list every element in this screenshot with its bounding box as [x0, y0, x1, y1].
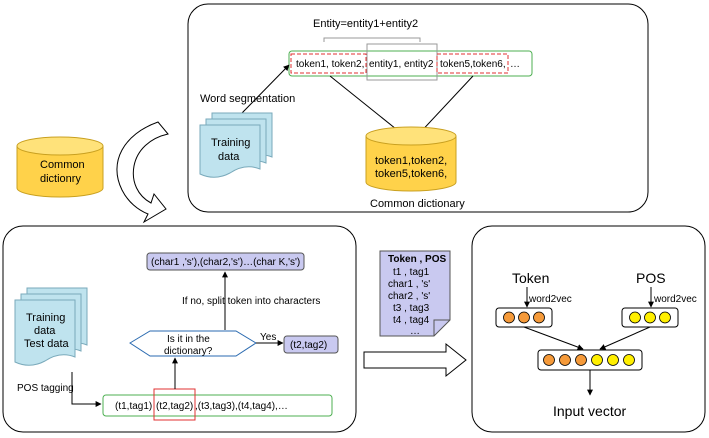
result-box: [283, 335, 339, 354]
train-test-data-docs: [14, 287, 88, 366]
right-token-group: [436, 53, 509, 74]
common-dictionary-db: [365, 126, 457, 192]
data-line1: Training: [26, 312, 65, 324]
curved-arrow: [116, 121, 169, 224]
pos-tagging-label: POS tagging: [17, 383, 74, 394]
big-right-arrow: [363, 342, 467, 378]
left-tokens-to-db-arrow: [329, 75, 407, 138]
doc-row: t3 , tag3: [393, 303, 430, 314]
pos-vector-dot: [644, 311, 656, 324]
split-label: If no, split token into characters: [182, 296, 320, 307]
pos-tagging-arrow: [71, 372, 102, 407]
input-vector-dot: [575, 354, 587, 366]
seq-ellipsis-text: …: [510, 59, 520, 70]
document-fold: [433, 319, 450, 336]
token-pos-document: [379, 250, 451, 337]
bottom-left-panel: [2, 225, 357, 433]
decision-line2: dictionary?: [164, 346, 213, 357]
seq-right-text: token5,token6,: [440, 59, 506, 70]
word-segmentation-label: Word segmentation: [200, 93, 295, 105]
decision-line1: Is it in the: [167, 334, 210, 345]
seq-b-text: (t2,tag2): [156, 401, 193, 412]
left-token-group: [290, 53, 367, 74]
token-vector-dot: [533, 311, 545, 324]
right-panel: [471, 225, 706, 433]
yes-label: Yes: [260, 332, 276, 343]
training-data-line2: data: [218, 151, 240, 163]
training-data-docs-top: [199, 112, 273, 178]
w2v-right: word2vec: [653, 294, 697, 305]
right-tokens-to-db-arrow: [415, 75, 474, 138]
db-line1: token1,token2,: [375, 155, 447, 167]
training-data-line1: Training: [211, 137, 250, 149]
doc-row: char1 , 's': [388, 279, 430, 290]
seq-left-text: token1, token2,: [296, 59, 364, 70]
characters-box: [146, 252, 305, 271]
common-dict-line1: Common: [40, 159, 85, 171]
token-vector-dot: [518, 311, 530, 324]
result-box-text: (t2,tag2): [290, 340, 327, 351]
input-vector-dot: [591, 354, 603, 366]
pos-label: POS: [636, 270, 666, 286]
entity-bracket: [323, 37, 421, 42]
token-to-concat-arrow: [523, 326, 584, 350]
characters-box-text: (char1 ,'s'),(char2,'s')…(char K,'s'): [151, 257, 300, 268]
doc-header: Token , POS: [388, 254, 446, 265]
input-vector-dot: [559, 354, 571, 366]
db-line2: token5,token6,: [375, 168, 447, 180]
tag-sequence-box: [102, 394, 333, 417]
seq-a-text: (t1,tag1): [115, 401, 152, 412]
doc-row: …: [410, 326, 420, 337]
input-vector-dot: [623, 354, 635, 366]
input-vector-dot: [607, 354, 619, 366]
pos-to-concat-arrow: [599, 326, 651, 350]
entity-label: Entity=entity1+entity2: [313, 18, 418, 30]
common-dictionary-cylinder: [16, 136, 104, 198]
db-caption: Common dictionary: [370, 198, 465, 210]
token-label: Token: [512, 270, 549, 286]
data-line3: Test data: [24, 338, 70, 350]
doc-row: t1 , tag1: [393, 267, 430, 278]
seq-c-text: ,(t3,tag3),(t4,tag4),…: [195, 401, 288, 412]
token-vector-dot: [503, 311, 515, 324]
common-dict-line2: dictionry: [40, 173, 81, 185]
pos-vector-dot: [659, 311, 671, 324]
pos-vector-dot: [629, 311, 641, 324]
seq-mid-text: entity1, entity2: [369, 59, 434, 70]
segmentation-arrow: [241, 64, 290, 114]
doc-row: t4 , tag4: [393, 315, 430, 326]
w2v-left: word2vec: [528, 294, 572, 305]
token-sequence-box: [288, 50, 533, 77]
input-vector-label: Input vector: [553, 403, 626, 419]
data-line2: data: [34, 325, 56, 337]
doc-row: char2 , 's': [388, 291, 430, 302]
input-vector-dot: [543, 354, 555, 366]
